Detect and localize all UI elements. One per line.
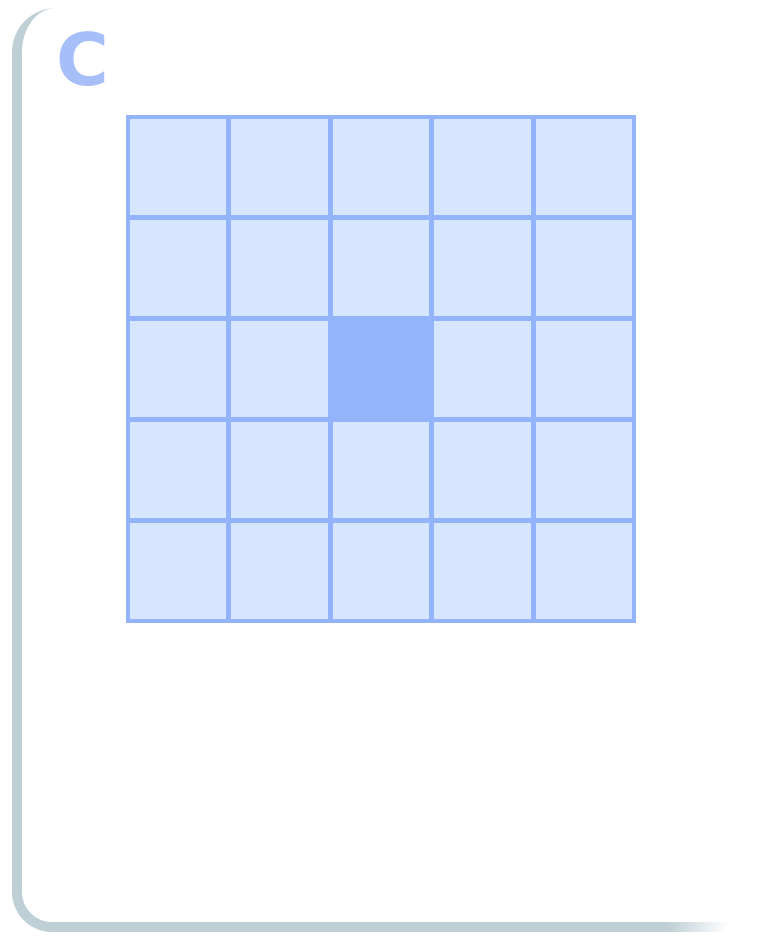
- grid-cell: [332, 220, 430, 316]
- grid-cell: [332, 119, 430, 215]
- grid-cell: [535, 321, 632, 417]
- grid-cell: [332, 523, 430, 619]
- card-border-tail: [668, 922, 728, 932]
- grid-cell: [231, 220, 328, 316]
- grid-cell: [434, 119, 531, 215]
- grid-cell: [130, 422, 227, 518]
- grid-cell: [434, 422, 531, 518]
- grid-cell-highlighted: [332, 321, 430, 417]
- grid-cell: [434, 523, 531, 619]
- grid-cell: [130, 321, 227, 417]
- grid-cell: [231, 523, 328, 619]
- panel-label: C: [56, 18, 109, 102]
- grid-cell: [434, 321, 531, 417]
- grid-cell: [332, 422, 430, 518]
- grid-cell: [231, 422, 328, 518]
- grid-cell: [231, 321, 328, 417]
- grid-cell: [535, 220, 632, 316]
- grid-cell: [130, 119, 227, 215]
- grid-5x5: [126, 115, 636, 623]
- grid-cell: [535, 523, 632, 619]
- grid-cell: [434, 220, 531, 316]
- grid-cell: [130, 523, 227, 619]
- grid-cell: [535, 422, 632, 518]
- grid-cell: [130, 220, 227, 316]
- grid-cell: [535, 119, 632, 215]
- grid-cell: [231, 119, 328, 215]
